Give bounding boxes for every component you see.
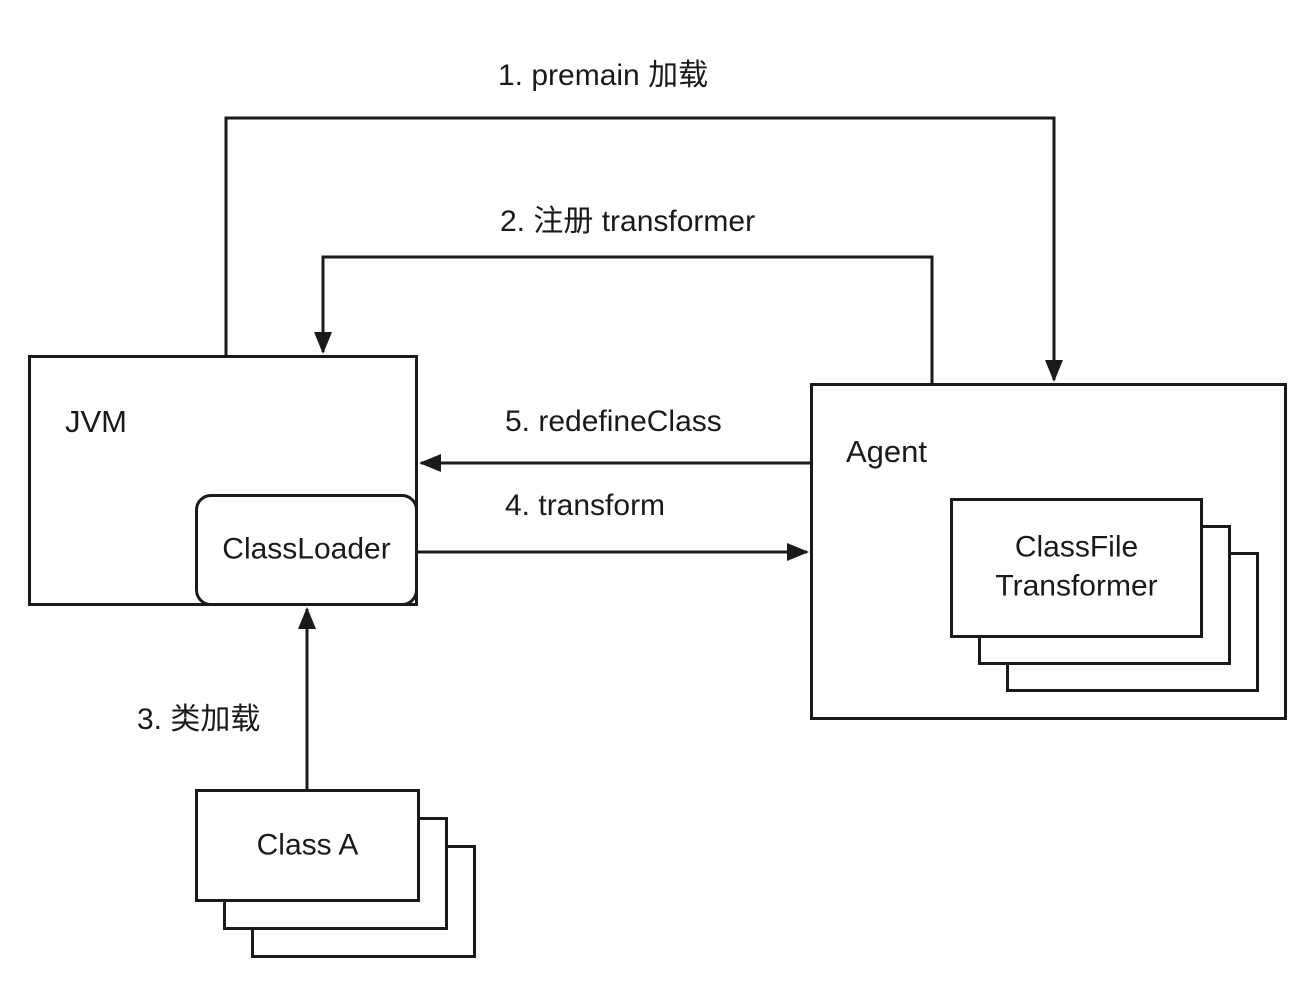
node-class-a-label: Class A — [256, 828, 359, 862]
edge-label-premain: 1. premain 加载 — [498, 59, 709, 92]
node-classfile-transformer-label-line1: ClassFile — [1014, 530, 1139, 564]
edge-label-redefine-class: 5. redefineClass — [505, 405, 722, 438]
node-class-a: Class A — [195, 789, 420, 902]
arrow-premain — [224, 116, 1063, 382]
node-classloader: ClassLoader — [195, 494, 418, 606]
node-classfile-transformer-label: ClassFile Transformer — [953, 527, 1200, 605]
node-classfile-transformer-label-line2: Transformer — [995, 569, 1158, 603]
edge-label-transform: 4. transform — [505, 489, 666, 522]
node-classloader-label: ClassLoader — [222, 532, 391, 566]
edge-label-register-transformer: 2. 注册 transformer — [500, 205, 756, 238]
node-classfile-transformer: ClassFile Transformer — [950, 498, 1203, 638]
node-agent-label: Agent — [846, 434, 928, 469]
node-jvm-label: JVM — [65, 404, 127, 439]
edge-label-class-load: 3. 类加载 — [137, 703, 261, 736]
